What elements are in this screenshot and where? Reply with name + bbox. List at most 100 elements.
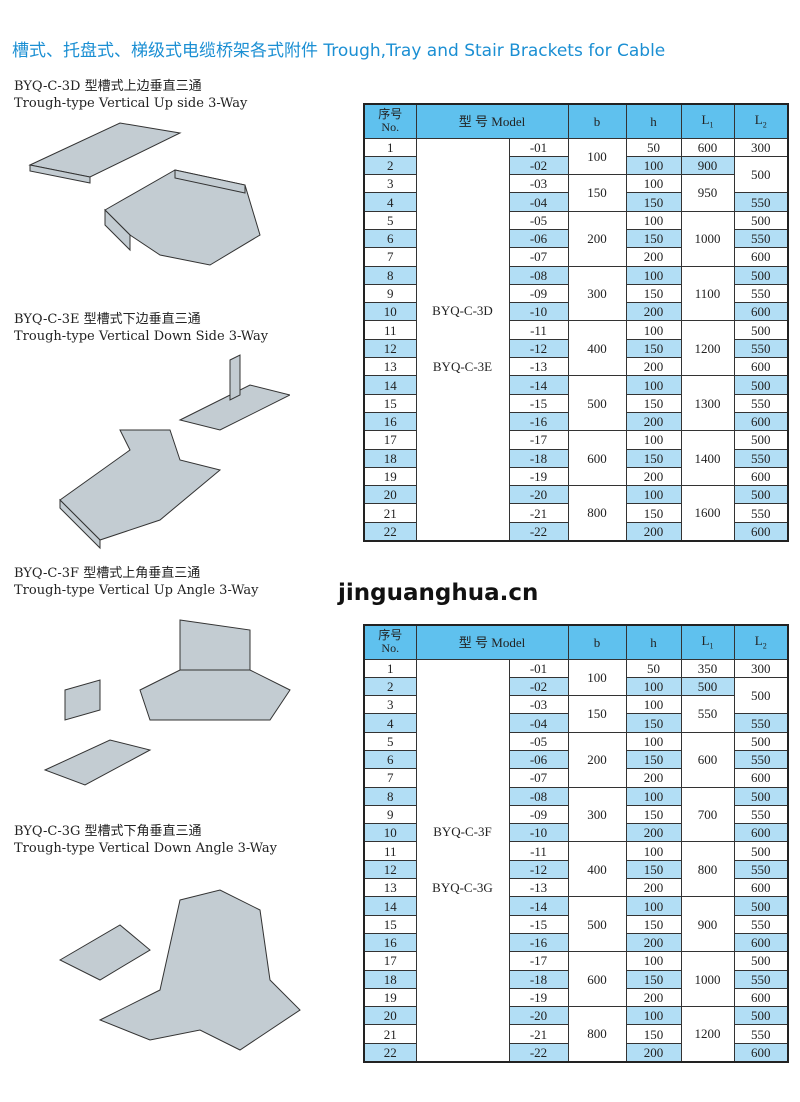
- cell-no: 17: [363, 951, 417, 971]
- cell-h: 200: [625, 411, 682, 432]
- cell-l1: 500: [680, 676, 735, 697]
- product-name-cn: BYQ-C-3E 型槽式下边垂直三通: [14, 312, 201, 327]
- cell-suffix: -15: [508, 393, 569, 413]
- cell-b: 400: [567, 320, 627, 377]
- cell-suffix: -18: [508, 448, 569, 468]
- header-h: h: [625, 624, 682, 660]
- cell-l2: 500: [733, 731, 789, 751]
- cell-no: 11: [363, 841, 417, 861]
- cell-h: 200: [625, 768, 682, 788]
- header-l1: L1: [680, 103, 735, 139]
- cell-h: 100: [625, 731, 682, 751]
- cell-l2: 550: [733, 749, 789, 770]
- product-name-en: Trough-type Vertical Down Angle 3-Way: [14, 841, 277, 856]
- cell-l1: 900: [680, 896, 735, 953]
- cell-l2: 550: [733, 804, 789, 825]
- cell-no: 8: [363, 265, 417, 285]
- cell-l2: 550: [733, 859, 789, 880]
- drawing-3d: [28, 122, 261, 266]
- cell-l1: 1000: [680, 210, 735, 267]
- cell-h: 150: [625, 914, 682, 934]
- cell-b: 600: [567, 430, 627, 487]
- cell-b: 600: [567, 951, 627, 1008]
- cell-no: 22: [363, 521, 417, 542]
- cell-l1: 600: [680, 137, 735, 157]
- cell-l2: 550: [733, 192, 789, 212]
- cell-h: 100: [625, 676, 682, 697]
- cell-suffix: -06: [508, 228, 569, 249]
- cell-h: 200: [625, 987, 682, 1008]
- cell-suffix: -19: [508, 987, 569, 1008]
- cell-h: 150: [625, 713, 682, 733]
- cell-h: 150: [625, 448, 682, 468]
- cell-l2: 500: [733, 841, 789, 861]
- cell-suffix: -14: [508, 896, 569, 916]
- cell-h: 150: [625, 338, 682, 359]
- cell-no: 12: [363, 859, 417, 880]
- cell-l2: 600: [733, 466, 789, 487]
- cell-h: 100: [625, 174, 682, 194]
- cell-l2: 550: [733, 393, 789, 413]
- cell-l2: 500: [733, 320, 789, 340]
- cell-b: 150: [567, 695, 627, 733]
- cell-no: 9: [363, 804, 417, 825]
- drawing-3f: [43, 619, 291, 786]
- cell-l2: 550: [733, 713, 789, 733]
- header-h: h: [625, 103, 682, 139]
- cell-no: 9: [363, 283, 417, 304]
- cell-suffix: -12: [508, 338, 569, 359]
- cell-l1: 1600: [680, 485, 735, 542]
- cell-h: 50: [625, 658, 682, 678]
- model-label: BYQ-C-3F: [433, 824, 492, 840]
- cell-h: 200: [625, 247, 682, 267]
- cell-l2: 550: [733, 914, 789, 934]
- cell-l2: 600: [733, 987, 789, 1008]
- cell-no: 7: [363, 768, 417, 788]
- drawing-3e: [59, 354, 290, 550]
- cell-no: 5: [363, 210, 417, 230]
- cell-suffix: -03: [508, 174, 569, 194]
- cell-suffix: -17: [508, 951, 569, 971]
- cell-l1: 600: [680, 731, 735, 788]
- cell-l2: 500: [733, 676, 789, 715]
- header-model: 型 号 Model: [415, 103, 569, 139]
- cell-h: 100: [625, 951, 682, 971]
- cell-l1: 950: [680, 174, 735, 212]
- cell-h: 100: [625, 841, 682, 861]
- cell-b: 300: [567, 786, 627, 843]
- cell-no: 13: [363, 878, 417, 898]
- cell-suffix: -15: [508, 914, 569, 934]
- product-name-cn: BYQ-C-3D 型槽式上边垂直三通: [14, 79, 202, 94]
- cell-l2: 600: [733, 357, 789, 377]
- cell-suffix: -13: [508, 357, 569, 377]
- model-label: BYQ-C-3E: [432, 359, 493, 375]
- product-name-en: Trough-type Vertical Up Angle 3-Way: [14, 583, 259, 598]
- cell-l2: 600: [733, 878, 789, 898]
- cell-h: 150: [625, 804, 682, 825]
- cell-b: 200: [567, 210, 627, 267]
- cell-l2: 600: [733, 247, 789, 267]
- cell-h: 200: [625, 878, 682, 898]
- cell-b: 400: [567, 841, 627, 898]
- header-b: b: [567, 624, 627, 660]
- cell-l2: 550: [733, 503, 789, 523]
- cell-l2: 600: [733, 932, 789, 953]
- header-l2: L2: [733, 103, 789, 139]
